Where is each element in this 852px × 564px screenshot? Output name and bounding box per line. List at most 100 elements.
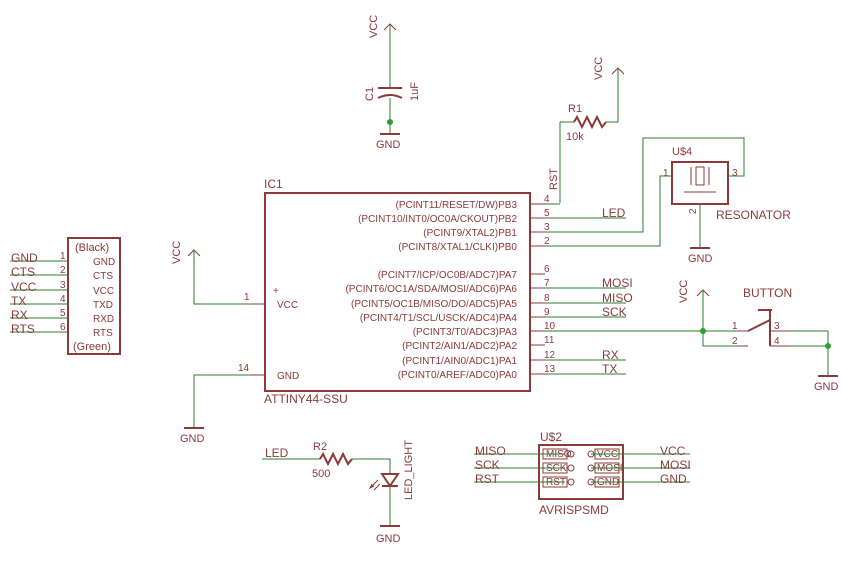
u2-right-net: MOSI <box>660 458 691 472</box>
ic1-pin-num: 5 <box>544 208 550 219</box>
header-body <box>67 237 121 355</box>
ic1-pin-num: 3 <box>544 222 550 233</box>
c1-junction <box>387 119 393 125</box>
ic1-net-label: MOSI <box>602 276 633 290</box>
ic1-net-label: LED <box>602 206 626 220</box>
ic1-pin-num: 10 <box>544 321 556 332</box>
ic1-pin-label: (PCINT5/OC1B/MISO/DO/ADC5)PA5 <box>351 299 517 310</box>
header-pin-num: 3 <box>60 280 66 291</box>
u4-group: U$4 1 2 3 RESONATOR GND <box>545 137 791 265</box>
ic1-pin14-num: 14 <box>238 363 250 374</box>
button-label: BUTTON <box>743 286 792 300</box>
ic1-pin-label: (PCINT0/AREF/ADC0)PA0 <box>398 370 518 381</box>
u2-left-pin-name: MISO <box>546 449 572 460</box>
header-pin-num: 1 <box>60 251 66 262</box>
ic1-right-pins: (PCINT11/RESET/DW)PB3 4 (PCINT10/INT0/OC0A… <box>345 194 632 381</box>
header-net-label: CTS <box>11 265 35 279</box>
ic1-pin-num: 12 <box>544 350 556 361</box>
button-pin1-num: 1 <box>732 321 738 332</box>
button-pin2-num: 2 <box>732 336 738 347</box>
led-group: LED R2 500 LED_LIGHT GND <box>262 440 415 545</box>
r1-name: R1 <box>568 103 582 115</box>
ic1-pin-label: (PCINT10/INT0/OC0A/CKOUT)PB2 <box>358 214 517 225</box>
wire-ic1-vcc <box>193 250 250 305</box>
vcc-label-r1: VCC <box>593 57 605 80</box>
ic1-net-label: SCK <box>602 305 627 319</box>
header-pin-name: RXD <box>93 314 114 325</box>
r2-body <box>319 451 353 467</box>
header-pin-num: 4 <box>60 294 66 305</box>
u4-pin2-num: 2 <box>688 208 699 214</box>
ic1-pin-label: (PCINT2/AIN1/ADC2)PA2 <box>402 341 517 352</box>
u4-label: RESONATOR <box>716 208 791 222</box>
ic1-pin-num: 7 <box>544 278 550 289</box>
ic1-pin14-name: GND <box>277 371 299 382</box>
ic1-pin-num: 6 <box>544 264 550 275</box>
ic1-net-label: MISO <box>602 291 633 305</box>
wire-button-vcc <box>702 290 738 347</box>
wire-pb0-resonator <box>545 175 672 247</box>
ic1-pin1-num: 1 <box>244 292 250 303</box>
ic1-pin-num: 9 <box>544 307 550 318</box>
ic1-body <box>264 192 531 392</box>
ic1-net-label: RX <box>602 348 619 362</box>
header-pin-num: 6 <box>60 322 66 333</box>
u2-left-pin-name: RST <box>546 477 566 488</box>
ic1: IC1 ATTINY44-SSU + VCC 1 VCC 14 GND GND … <box>171 177 633 445</box>
header-net-label: VCC <box>11 280 37 294</box>
crystal-icon <box>695 166 705 186</box>
ic1-pin-num: 8 <box>544 293 550 304</box>
vcc-label-ic1: VCC <box>171 241 183 264</box>
u4-pin1-num: 1 <box>663 168 669 179</box>
wire-pb1-resonator <box>545 137 745 233</box>
gnd-label-ic1: GND <box>180 433 205 445</box>
ic1-pin-label: (PCINT4/T1/SCL/USCK/ADC4)PA4 <box>360 313 518 324</box>
led-light-arrows-icon <box>368 479 381 491</box>
button-pin3-num: 3 <box>774 321 780 332</box>
ic1-part: ATTINY44-SSU <box>264 392 348 406</box>
led-icon <box>380 473 400 488</box>
ic1-pin-num: 4 <box>544 194 550 205</box>
led-part-label: LED_LIGHT <box>403 440 415 500</box>
button-junction-vcc <box>700 328 706 334</box>
u2-left-pin-box <box>542 462 568 474</box>
r2-to-led-wire <box>352 458 391 474</box>
u2-left-pin-circle <box>567 450 575 458</box>
r2-value: 500 <box>312 468 330 480</box>
c1-name: C1 <box>364 87 376 101</box>
header-net-label: RTS <box>11 322 35 336</box>
ic1-pin-label: (PCINT7/ICP/OC0B/ADC7)PA7 <box>378 270 518 281</box>
u2-right-net: GND <box>660 472 687 486</box>
ic1-pin-num: 11 <box>544 335 555 346</box>
header-pin-num: 2 <box>60 265 66 276</box>
ic1-pin-label: (PCINT8/XTAL1/CLKI)PB0 <box>398 242 517 253</box>
r1-value: 10k <box>566 131 584 143</box>
header-pin-name: VCC <box>93 286 114 297</box>
ic1-pin-label: (PCINT11/RESET/DW)PB3 <box>396 200 518 211</box>
gnd-label-u4: GND <box>688 253 713 265</box>
header-pin-num: 5 <box>60 308 66 319</box>
serial-header: (Black) (Green) <box>67 237 121 355</box>
c1-value: 1uF <box>409 82 421 101</box>
ic1-pin-label: (PCINT9/XTAL2)PB1 <box>423 228 517 239</box>
u2-left-pin-circle <box>567 478 575 486</box>
u2-body <box>538 444 624 500</box>
header-top-label: (Black) <box>75 242 109 254</box>
ic1-plus-mark: + <box>273 286 279 297</box>
u2-left-net: MISO <box>475 444 506 458</box>
wire-button-gnd <box>790 330 829 376</box>
u2-part: AVRISPSMD <box>539 503 609 517</box>
u2-left-pin-box <box>542 476 568 488</box>
r2-name: R2 <box>313 441 327 453</box>
ic1-pin-label: (PCINT3/T0/ADC3)PA3 <box>413 327 518 338</box>
vcc-label-button: VCC <box>678 280 690 303</box>
u2-left-pin-name: SCK <box>546 463 567 474</box>
header-net-label: RX <box>11 308 28 322</box>
vcc-label-c1: VCC <box>368 15 380 38</box>
ic1-pin-label: (PCINT1/AIN0/ADC1)PA1 <box>402 356 517 367</box>
u4-name: U$4 <box>672 146 692 158</box>
